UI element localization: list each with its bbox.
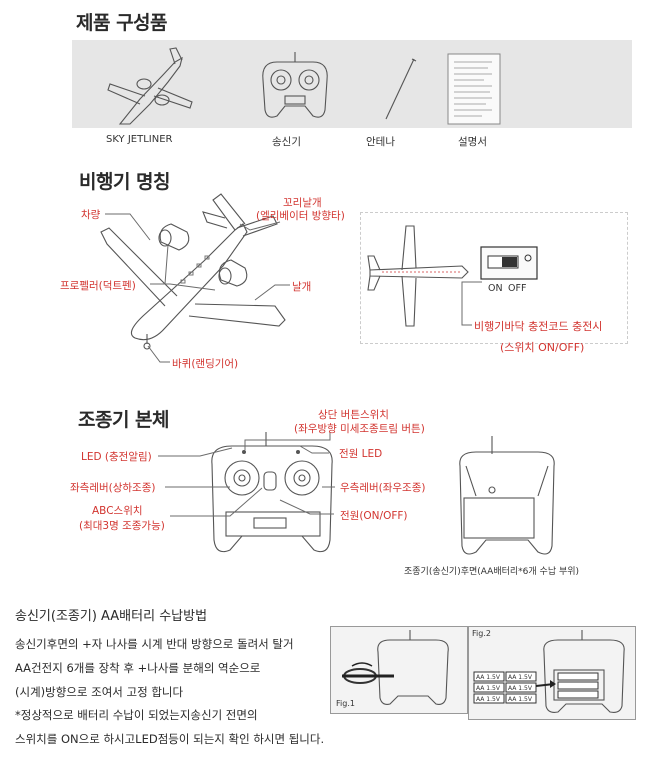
item-label-transmitter: 송신기	[272, 136, 301, 148]
fig2-cell-3: AA 1.5V	[476, 685, 500, 692]
fig2-cell-4: AA 1.5V	[508, 685, 532, 692]
aircraft-title: 비행기 명칭	[79, 171, 171, 193]
label-power-led: 전원 LED	[339, 448, 383, 460]
battery-line-3: (시계)방향으로 조여서 고정 합니다	[15, 685, 184, 699]
battery-title: 송신기(조종기) AA배터리 수납방법	[15, 609, 208, 624]
label-led: LED (충전알림)	[81, 451, 152, 463]
battery-line-4: *정상적으로 배터리 수납이 되었는지송신기 전면의	[15, 708, 258, 722]
controller-back-diagram	[459, 436, 555, 555]
back-caption: 조종기(송신기)후면(AA배터리*6개 수납 부위)	[404, 567, 580, 577]
components-title: 제품 구성품	[76, 12, 168, 34]
label-abc-line1: ABC스위치	[92, 505, 143, 517]
antenna-image	[385, 58, 417, 120]
label-chassis: 차량	[81, 209, 101, 221]
label-propeller: 프로펠러(덕트펜)	[60, 280, 136, 292]
label-wheel: 바퀴(랜딩기어)	[172, 358, 239, 370]
controller-front-diagram	[211, 432, 333, 553]
switch-on-label: ON	[488, 283, 503, 294]
label-wing: 날개	[292, 281, 312, 293]
side-view-plane	[367, 225, 469, 327]
label-charge-line2: (스위치 ON/OFF)	[500, 341, 585, 354]
fig2-cell-6: AA 1.5V	[508, 696, 532, 703]
manual-image	[447, 53, 501, 125]
fig1-label: Fig.1	[336, 699, 355, 708]
item-label-sky-jetliner: SKY JETLINER	[106, 134, 173, 145]
label-tail-line1: 꼬리날개	[283, 197, 322, 209]
fig2-label: Fig.2	[472, 629, 491, 638]
battery-line-1: 송신기후면의 +자 나사를 시계 반대 방향으로 돌려서 탈거	[15, 637, 294, 651]
battery-line-2: AA건전지 6개를 장착 후 +나사를 분해의 역순으로	[15, 661, 261, 675]
sky-jetliner-image	[107, 47, 193, 125]
switch-off-label: OFF	[508, 283, 527, 294]
label-abc-line2: (최대3명 조종가능)	[79, 520, 165, 532]
label-top-button-line2: (좌우방향 미세조종트림 버튼)	[294, 423, 425, 435]
label-power: 전원(ON/OFF)	[340, 510, 408, 522]
label-right-lever: 우측레버(좌우조종)	[340, 482, 426, 494]
item-label-manual: 설명서	[458, 136, 487, 148]
label-top-button-line1: 상단 버튼스위치	[318, 409, 389, 421]
fig2-cell-5: AA 1.5V	[476, 696, 500, 703]
item-label-antenna: 안테나	[366, 136, 395, 148]
label-left-lever: 좌측레버(상하조종)	[70, 482, 156, 494]
label-tail-line2: (엘리베이터 방향타)	[256, 210, 345, 222]
aircraft-diagram	[100, 193, 286, 350]
fig2-cell-2: AA 1.5V	[508, 674, 532, 681]
fig2-cell-1: AA 1.5V	[476, 674, 500, 681]
fig2-diagram	[473, 630, 625, 713]
side-view-box	[360, 212, 628, 344]
battery-line-5: 스위치를 ON으로 하시고LED점등이 되는지 확인 하시면 됩니다.	[15, 732, 325, 746]
switch-diagram	[480, 246, 538, 280]
controller-title: 조종기 본체	[78, 409, 170, 431]
label-charge-line1: 비행기바닥 충전코드 충전시	[474, 320, 603, 333]
transmitter-image	[262, 52, 328, 118]
fig1-diagram	[342, 630, 449, 705]
components-band	[72, 40, 632, 128]
